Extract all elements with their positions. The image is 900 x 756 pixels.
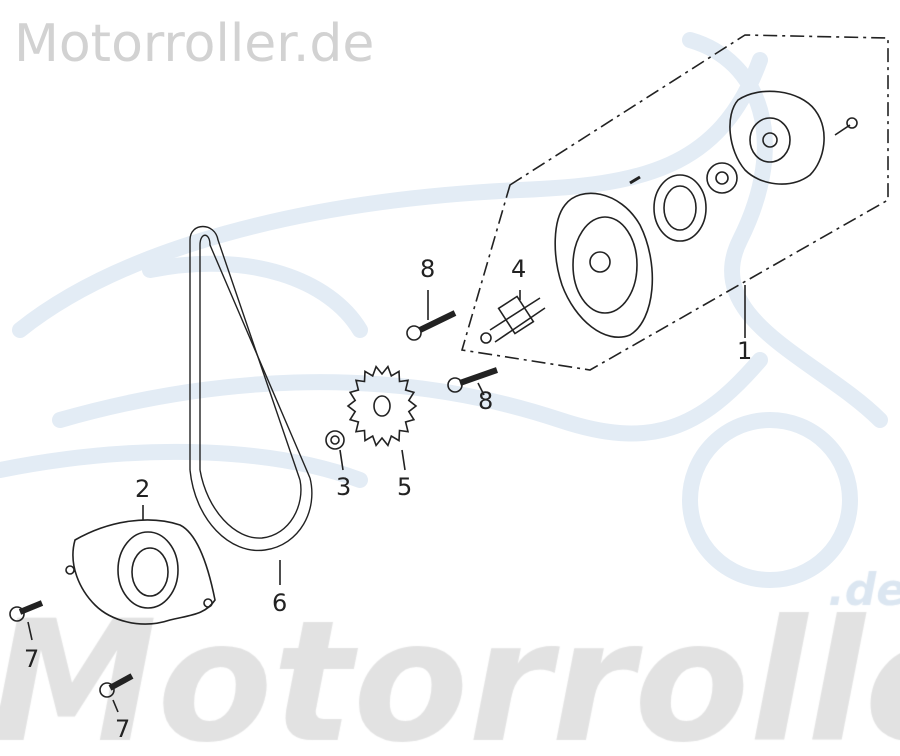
leader-5 bbox=[401, 449, 406, 471]
part-label-7-lower: 7 bbox=[115, 715, 131, 743]
nut bbox=[325, 430, 345, 450]
bolt-8-upper bbox=[406, 310, 457, 341]
part-label-1: 1 bbox=[737, 337, 753, 365]
chain-cover bbox=[65, 519, 216, 625]
outer-rotor bbox=[653, 174, 707, 242]
assembly-outline bbox=[460, 34, 889, 371]
part-label-3: 3 bbox=[336, 473, 352, 501]
leader-7-left bbox=[27, 621, 33, 641]
sprocket bbox=[346, 364, 418, 448]
bolt-8-lower bbox=[447, 367, 498, 393]
leader-7-lower bbox=[112, 699, 119, 713]
pump-cover bbox=[729, 90, 825, 185]
bolt-7-lower bbox=[99, 673, 134, 698]
pin bbox=[629, 175, 641, 185]
watermark-logo-top: Motorroller.de bbox=[14, 14, 375, 74]
pump-body bbox=[554, 192, 654, 338]
part-label-7-left: 7 bbox=[24, 645, 40, 673]
part-label-4: 4 bbox=[511, 255, 527, 283]
screw-small bbox=[834, 117, 858, 136]
part-label-6: 6 bbox=[272, 589, 288, 617]
pump-shaft bbox=[480, 295, 546, 344]
part-label-2: 2 bbox=[135, 475, 151, 503]
drive-chain bbox=[189, 225, 313, 552]
leader-8-lower bbox=[477, 382, 485, 396]
leader-3 bbox=[339, 449, 344, 471]
part-label-8-lower: 8 bbox=[478, 387, 494, 415]
part-label-8-upper: 8 bbox=[420, 255, 436, 283]
part-label-5: 5 bbox=[397, 473, 413, 501]
inner-rotor bbox=[706, 162, 738, 194]
bolt-7-left bbox=[9, 600, 44, 622]
